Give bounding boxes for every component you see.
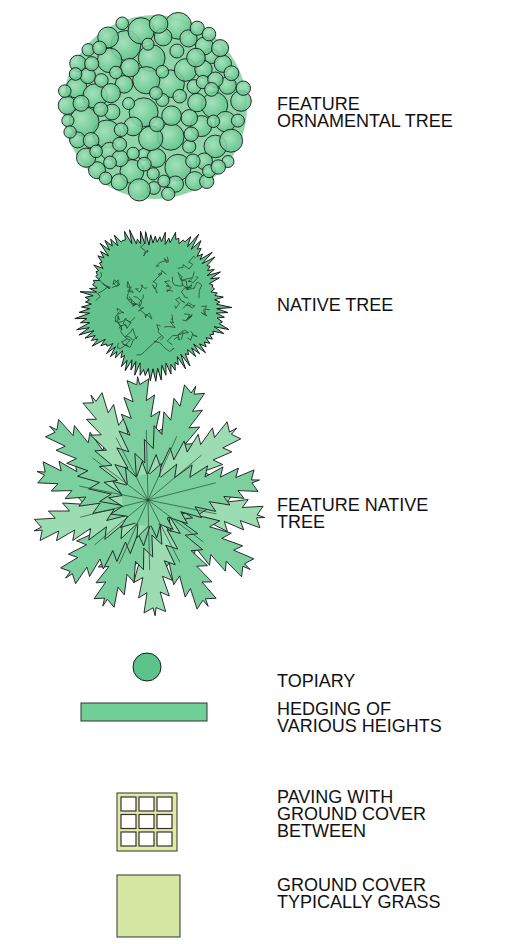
ground-cover-swatch — [117, 875, 180, 937]
legend-label: HEDGING OF VARIOUS HEIGHTS — [277, 701, 467, 735]
topiary-symbol — [133, 653, 161, 681]
legend-label: GROUND COVER TYPICALLY GRASS — [277, 877, 467, 911]
legend-label: FEATURE ORNAMENTAL TREE — [277, 96, 467, 130]
ornamental-tree-symbol — [58, 12, 251, 201]
hedging-swatch — [81, 703, 207, 721]
legend-label: TOPIARY — [277, 673, 467, 690]
legend-label: NATIVE TREE — [277, 297, 467, 314]
legend-label: FEATURE NATIVE TREE — [277, 497, 467, 531]
native-tree-symbol — [75, 230, 232, 381]
feature-native-tree-symbol — [34, 377, 265, 616]
legend-label: PAVING WITH GROUND COVER BETWEEN — [277, 789, 467, 840]
paving-symbol — [117, 793, 177, 851]
